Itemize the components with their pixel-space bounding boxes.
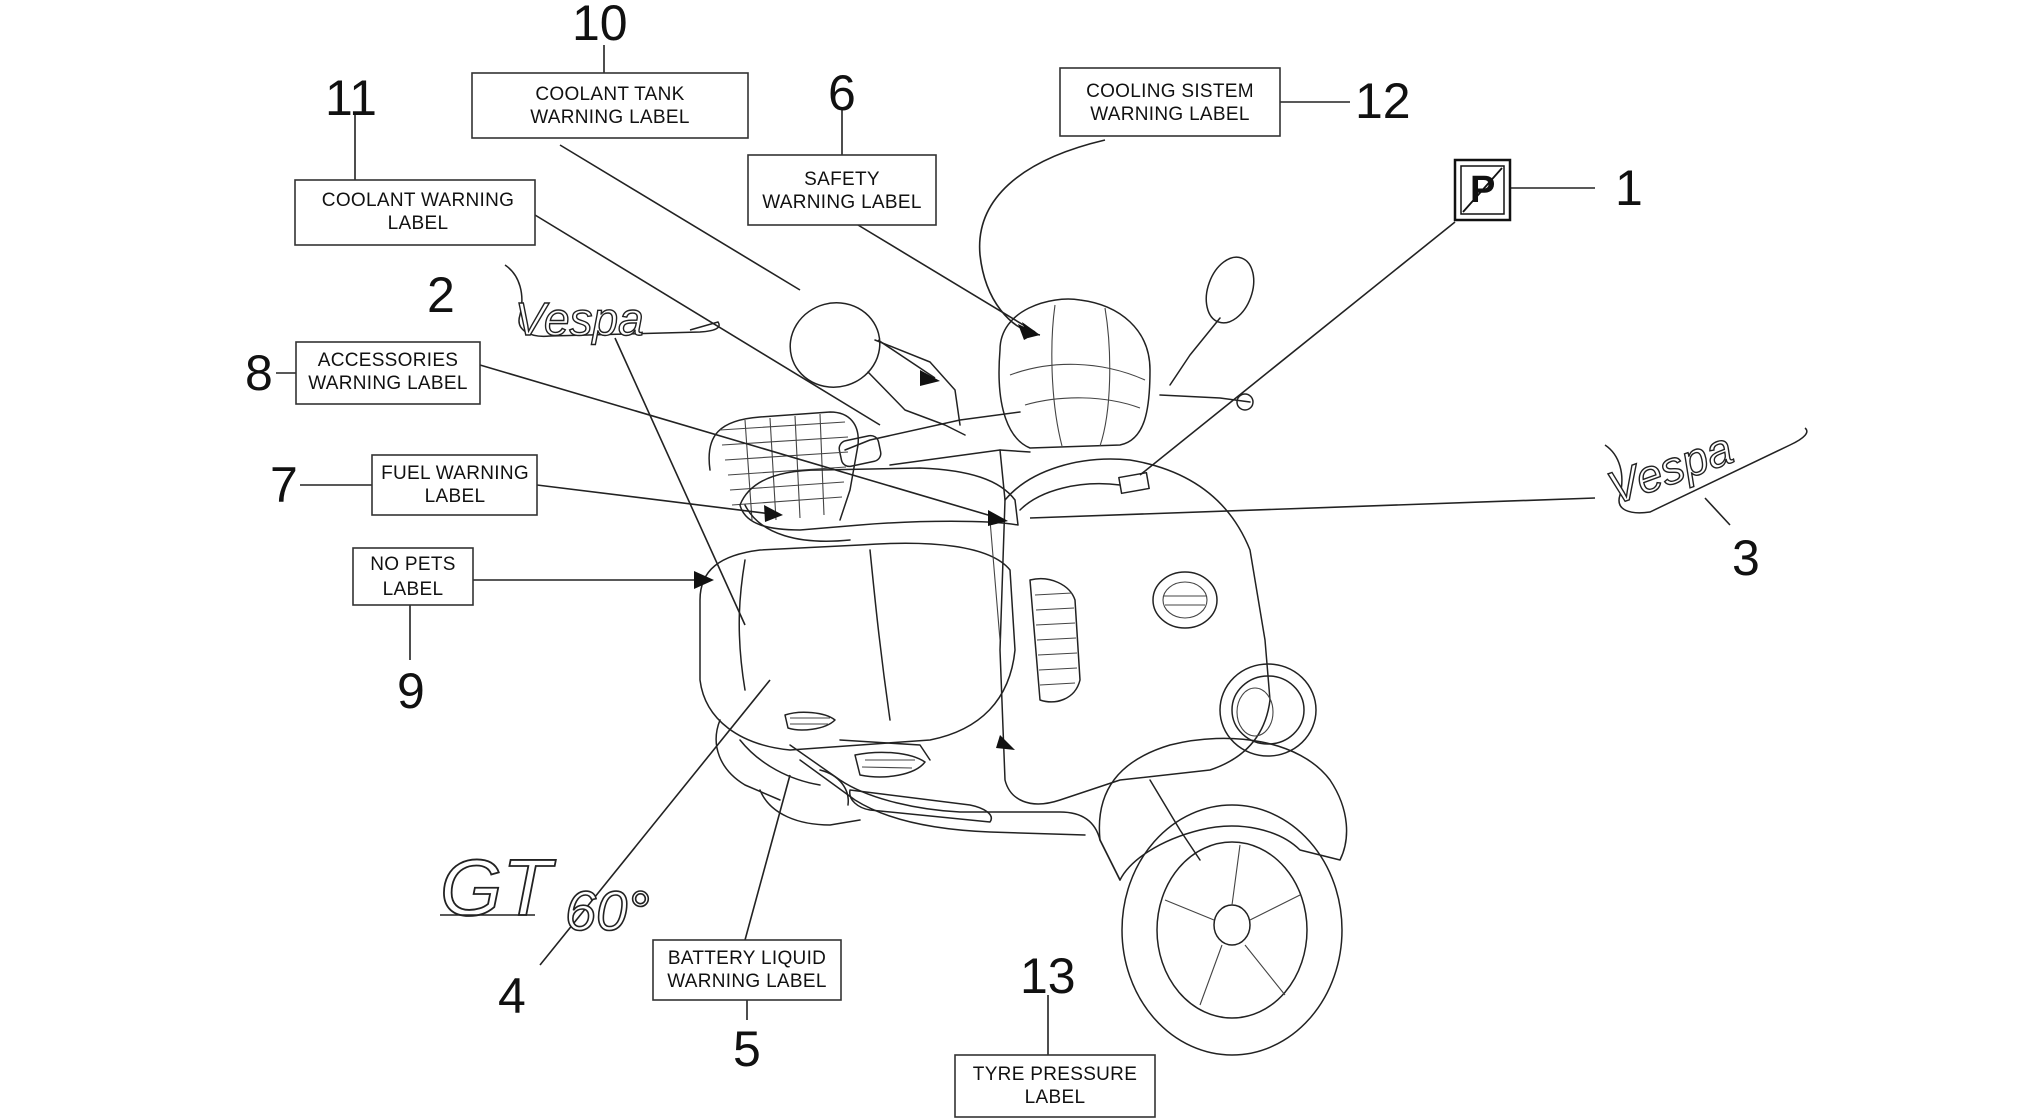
- callout-10-line-1: COOLANT TANK: [535, 84, 684, 105]
- callout-6-number: 6: [828, 65, 856, 121]
- gt60-logo: GT 60°: [439, 842, 650, 943]
- callout-1-number: 1: [1615, 160, 1643, 216]
- callout-10-number: 10: [572, 0, 628, 51]
- callout-9-number: 9: [397, 663, 425, 719]
- callout-7-box: [371, 454, 538, 516]
- callout-7-number: 7: [270, 457, 298, 513]
- callout-3-number: 3: [1732, 530, 1760, 586]
- vespa-logo-right-text: Vespa: [1601, 422, 1740, 515]
- callout-11-box: [294, 179, 536, 246]
- callout-13-line-1: TYRE PRESSURE: [973, 1064, 1137, 1085]
- callout-5-box: [652, 939, 842, 1001]
- callout-10-box: [471, 72, 749, 139]
- callout-8-number: 8: [245, 345, 273, 401]
- callout-10-line-2: WARNING LABEL: [530, 107, 689, 128]
- callout-5-number: 5: [733, 1021, 761, 1077]
- callout-8-box: [295, 341, 481, 405]
- callout-8-line-2: WARNING LABEL: [308, 373, 467, 394]
- callout-7-line-2: LABEL: [425, 486, 486, 507]
- callout-4-number: 4: [498, 968, 526, 1024]
- callout-11-number: 11: [325, 70, 377, 126]
- vespa-logo-left: Vespa: [504, 264, 720, 346]
- callout-5-line-1: BATTERY LIQUID: [668, 948, 826, 969]
- callout-11-line-1: COOLANT WARNING: [322, 190, 514, 211]
- callout-5-line-2: WARNING LABEL: [667, 971, 826, 992]
- callout-9-line-1: NO PETS: [370, 554, 456, 575]
- vespa-logo-left-text: Vespa: [515, 293, 644, 345]
- callout-12-line-1: COOLING SISTEM: [1086, 81, 1254, 102]
- callout-2-number: 2: [427, 267, 455, 323]
- callout-6-line-1: SAFETY: [804, 169, 880, 190]
- callout-8-line-1: ACCESSORIES: [318, 350, 459, 371]
- parking-label-icon: P: [1453, 158, 1512, 222]
- callout-11-line-2: LABEL: [388, 213, 449, 234]
- callout-13-box: [954, 1054, 1156, 1118]
- callout-12-line-2: WARNING LABEL: [1090, 104, 1249, 125]
- callout-12-number: 12: [1355, 73, 1411, 129]
- callout-6-box: [747, 154, 937, 226]
- callout-7-line-1: FUEL WARNING: [381, 463, 529, 484]
- callout-9-line-2: LABEL: [383, 579, 444, 600]
- callout-12-box: [1059, 67, 1281, 137]
- vespa-logo-right: Vespa: [1600, 421, 1808, 515]
- callout-13-line-2: LABEL: [1025, 1087, 1086, 1108]
- gt-logo-text: GT: [440, 843, 556, 932]
- scooter-icon: [699, 256, 1348, 1056]
- callout-6-line-2: WARNING LABEL: [762, 192, 921, 213]
- callout-13-number: 13: [1020, 948, 1076, 1004]
- callout-9-box: [352, 547, 474, 606]
- parking-symbol-text: P: [1470, 169, 1495, 211]
- sixty-logo-text: 60°: [565, 879, 650, 942]
- leader-lines: [276, 45, 1731, 1055]
